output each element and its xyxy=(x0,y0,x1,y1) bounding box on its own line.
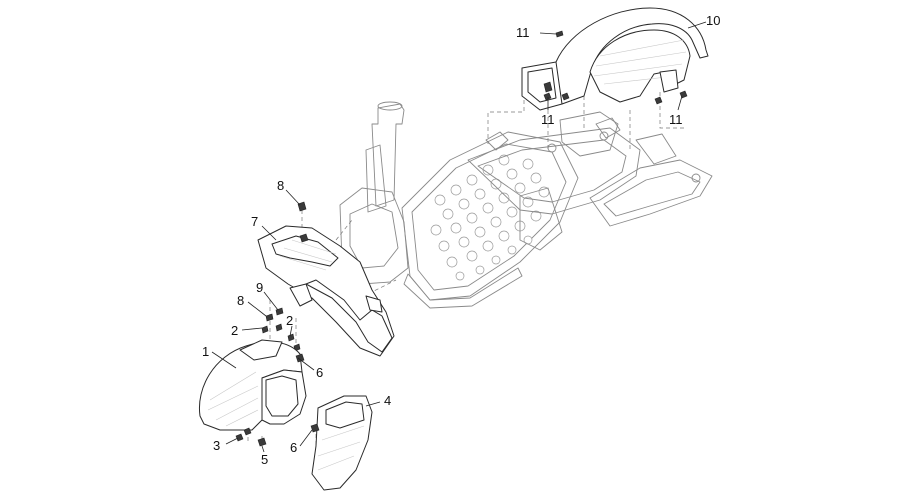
floorboard-holes xyxy=(430,154,550,281)
callout-11-right: 11 xyxy=(669,112,683,127)
callout-8-lower: 8 xyxy=(237,293,244,308)
part-fasteners-3-5 xyxy=(235,427,267,447)
callout-9: 9 xyxy=(256,280,263,295)
callout-11-top: 11 xyxy=(516,25,530,40)
callout-6-middle: 6 xyxy=(316,365,323,380)
frame-chassis xyxy=(339,101,713,309)
part-clip-6-middle xyxy=(295,353,305,363)
callout-7: 7 xyxy=(251,214,258,229)
callout-3: 3 xyxy=(213,438,220,453)
leader-lines xyxy=(211,21,707,453)
part-front-mudguard xyxy=(198,339,307,431)
part-screw-8-upper xyxy=(297,201,307,212)
callout-11-left: 11 xyxy=(541,112,555,127)
part-mudguard-cover xyxy=(311,395,373,491)
callout-1: 1 xyxy=(202,344,209,359)
callout-6-lower: 6 xyxy=(290,440,297,455)
callout-2-left: 2 xyxy=(231,323,238,338)
callout-2-right: 2 xyxy=(286,313,293,328)
part-fasteners-2-8-9 xyxy=(261,307,301,352)
callout-10: 10 xyxy=(706,13,720,28)
part-clip-6-lower xyxy=(310,423,320,433)
part-leg-shield xyxy=(257,225,395,357)
callout-4: 4 xyxy=(384,393,391,408)
callout-labels: 1 2 2 3 4 5 6 6 7 8 8 9 10 11 11 11 xyxy=(202,13,720,467)
part-rear-mudguard xyxy=(521,7,709,111)
part-screws-11 xyxy=(543,30,688,105)
callout-5: 5 xyxy=(261,452,268,467)
callout-8-upper: 8 xyxy=(277,178,284,193)
